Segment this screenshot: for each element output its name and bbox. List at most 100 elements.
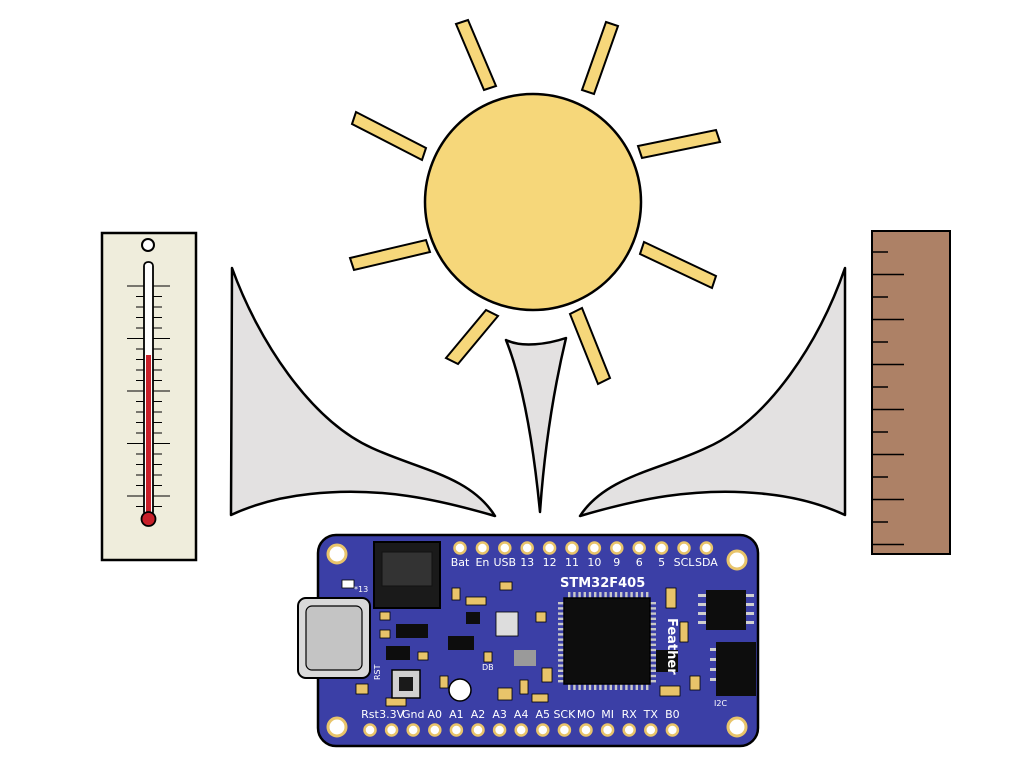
top-header-pin — [654, 541, 669, 555]
bottom-header-pin — [644, 723, 658, 737]
chip-pin — [558, 602, 564, 605]
chip-pin — [558, 633, 564, 636]
chip-pin — [650, 648, 656, 652]
chip-pin — [604, 592, 607, 598]
db-label: DB — [482, 663, 494, 672]
chip-pin — [578, 684, 581, 690]
bottom-pin-label: TX — [643, 708, 659, 721]
chip-pin — [558, 643, 564, 646]
chip-pin — [558, 664, 564, 667]
chip-pin — [558, 669, 564, 672]
top-header-pin — [498, 541, 512, 555]
top-header-pin — [565, 541, 579, 555]
chip-pin — [558, 622, 564, 626]
chip-pin — [650, 654, 656, 657]
rst-silk-label: RST — [373, 664, 382, 680]
chip-pin — [650, 607, 656, 610]
chip-pin — [625, 592, 628, 598]
chip-pin — [650, 638, 656, 641]
bottom-pin-label: 3.3V — [379, 708, 404, 721]
chip-pin — [568, 684, 571, 690]
top-pin-label: 12 — [543, 556, 557, 569]
led-13-label: *13 — [354, 585, 368, 594]
bottom-header-pin — [536, 723, 550, 737]
thermometer-mercury — [146, 355, 151, 517]
bottom-pin-label: MI — [601, 708, 614, 721]
regulators — [386, 611, 678, 672]
chip-pin — [599, 592, 602, 598]
chip-pin — [650, 602, 656, 605]
chip-pin — [650, 612, 656, 615]
ruler-ticks — [872, 251, 904, 546]
left-funnel — [229, 266, 497, 518]
chip-pin — [625, 684, 628, 690]
chip-pin — [558, 648, 564, 652]
bottom-header-pin — [514, 723, 528, 737]
top-pin-label: 9 — [613, 556, 620, 569]
microcontroller-board-icon: STM32F405 Feather *13 RST DB I2C BatEnUS… — [297, 533, 760, 748]
chip-pin — [646, 684, 649, 690]
flash-chip — [698, 590, 754, 630]
chip-pin — [650, 622, 656, 626]
sun-icon — [348, 18, 722, 386]
top-pin-label: 13 — [520, 556, 534, 569]
chip-pin — [588, 592, 592, 598]
chip-pin — [558, 680, 564, 683]
bottom-pin-label: A0 — [428, 708, 443, 721]
chip-pin — [578, 592, 581, 598]
passive-components — [341, 579, 701, 707]
mcu-chip — [558, 592, 656, 690]
top-pin-label: 11 — [565, 556, 579, 569]
bottom-pin-label: Gnd — [402, 708, 424, 721]
bottom-header-pin — [428, 723, 442, 737]
bottom-pin-label: RX — [622, 708, 638, 721]
right-funnel — [578, 266, 847, 518]
chip-pin — [620, 592, 623, 598]
chip-pin — [609, 592, 612, 598]
chip-pin — [558, 628, 564, 631]
chip-pin — [573, 592, 576, 598]
chip-pin — [558, 612, 564, 615]
chip-pin — [640, 592, 644, 598]
chip-pin — [573, 684, 576, 690]
mounting-holes — [326, 543, 748, 738]
chip-pin — [650, 643, 656, 646]
thermometer-ticks — [127, 285, 170, 507]
chip-pin — [609, 684, 612, 690]
top-header-pin — [520, 541, 534, 555]
chip-pin — [614, 592, 618, 598]
chip-pin — [594, 684, 597, 690]
chip-pin — [594, 592, 597, 598]
bottom-header-pin — [665, 723, 680, 737]
chip-pin — [650, 674, 656, 678]
reset-button — [391, 669, 421, 699]
chip-pin — [558, 674, 564, 678]
top-pin-label: 10 — [587, 556, 601, 569]
top-header-pin — [475, 541, 490, 555]
chip-pin — [558, 659, 564, 662]
secondary-chip — [710, 642, 756, 696]
chip-pin — [650, 680, 656, 683]
thermometer-icon — [100, 231, 198, 562]
usb-c-inner — [305, 605, 363, 671]
bottom-header-pin — [622, 723, 636, 737]
top-header-pin — [699, 541, 714, 555]
bottom-pin-label: A4 — [514, 708, 529, 721]
chip-pin — [630, 684, 633, 690]
bottom-pin-label: SCK — [553, 708, 576, 721]
chip-pin — [650, 617, 656, 620]
bottom-pin-label: A2 — [471, 708, 486, 721]
chip-pin — [630, 592, 633, 598]
top-pin-label: Bat — [451, 556, 470, 569]
i2c-label: I2C — [714, 699, 727, 708]
chip-pin — [588, 684, 592, 690]
top-header-pin — [542, 541, 557, 555]
chip-pin — [558, 617, 564, 620]
chip-pin — [620, 684, 623, 690]
chip-pin — [646, 592, 649, 598]
top-header-pin — [677, 541, 691, 555]
round-sensor — [448, 678, 472, 702]
chip-pin — [650, 633, 656, 636]
battery-connector — [373, 541, 441, 609]
